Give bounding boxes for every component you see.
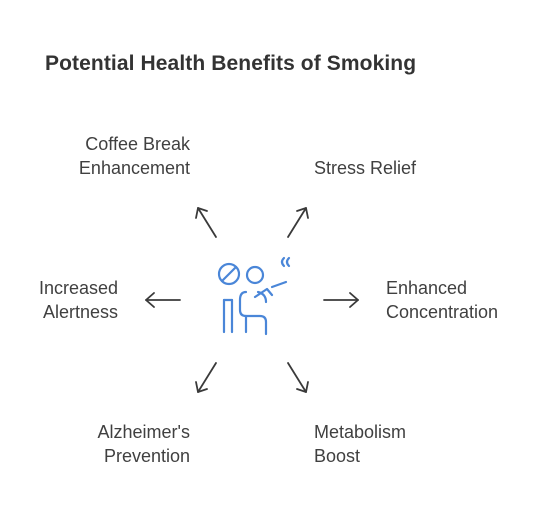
arrow-bottom-left xyxy=(195,362,217,393)
benefit-metabolism-boost: Metabolism Boost xyxy=(314,422,407,466)
benefit-alzheimers-prevention: Alzheimer's Prevention xyxy=(97,422,190,466)
benefit-stress-relief: Stress Relief xyxy=(314,158,417,178)
smoking-person-icon xyxy=(217,256,291,336)
arrow-top-right xyxy=(287,207,309,238)
arrow-mid-right xyxy=(323,292,359,308)
arrow-mid-left xyxy=(145,292,181,308)
benefit-coffee-break-enhancement: Coffee Break Enhancement xyxy=(78,134,190,178)
arrow-bottom-right xyxy=(287,362,309,393)
benefit-enhanced-concentration: Enhanced Concentration xyxy=(386,278,499,322)
diagram-title: Potential Health Benefits of Smoking xyxy=(45,52,417,75)
arrow-top-left xyxy=(195,207,217,238)
benefit-increased-alertness: Increased Alertness xyxy=(38,278,118,322)
